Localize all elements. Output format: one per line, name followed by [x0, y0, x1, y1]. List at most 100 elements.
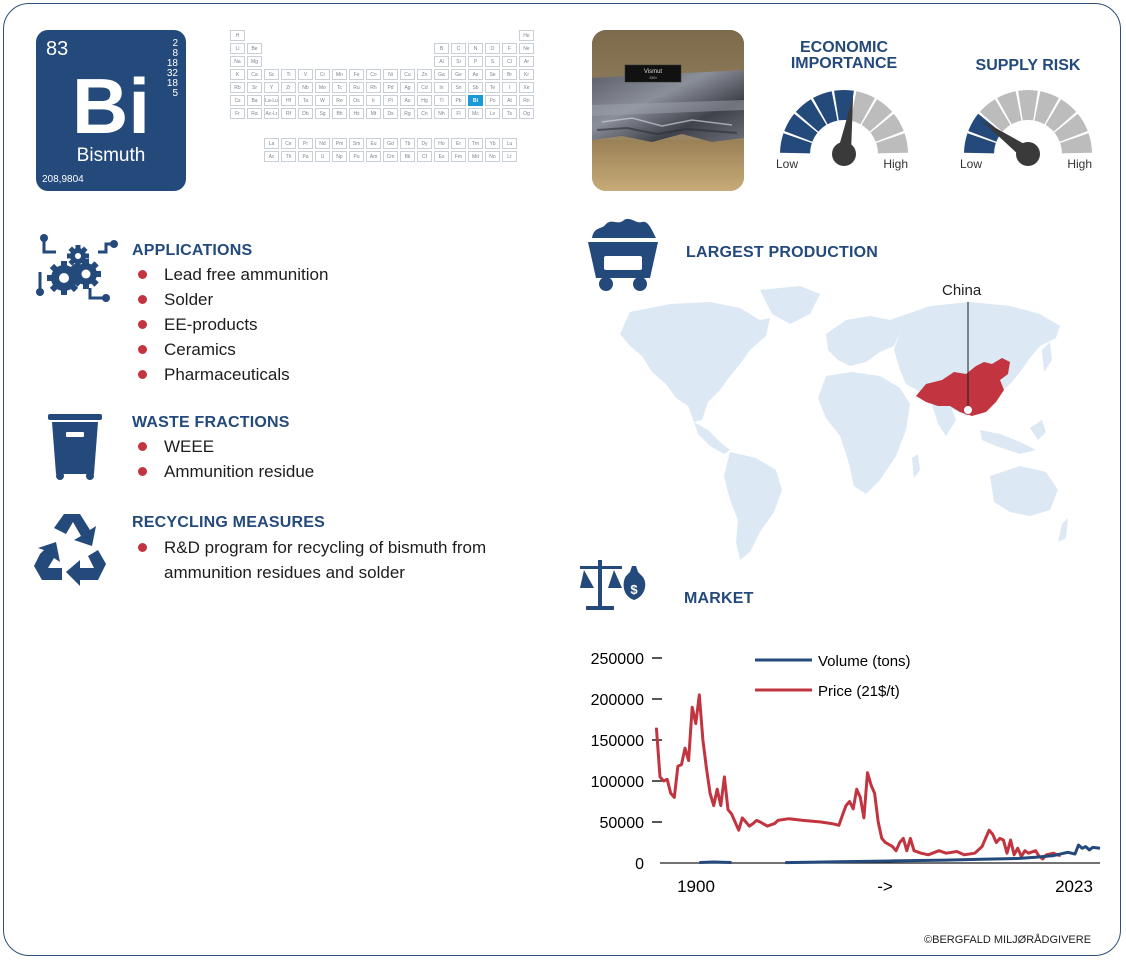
- legend-volume-label: Volume (tons): [818, 653, 911, 670]
- element-cell-sn: Sn: [451, 82, 466, 93]
- element-cell-ba: Ba: [247, 95, 262, 106]
- china-highlight: [916, 358, 1010, 416]
- element-cell-pd: Pd: [383, 82, 398, 93]
- element-cell-dy: Dy: [417, 138, 432, 149]
- largest-production-title: LARGEST PRODUCTION: [686, 244, 879, 261]
- supply-risk-segment: [1018, 90, 1038, 121]
- element-cell-la: La: [264, 138, 279, 149]
- element-cell-mt: Mt: [366, 108, 381, 119]
- shell-2: 8: [172, 48, 178, 59]
- element-cell-la-lu: La-Lu: [264, 95, 279, 106]
- y-tick-label: 150000: [591, 733, 644, 750]
- photo-label-line2: 83Bi: [649, 76, 656, 80]
- element-cell-ac: Ac: [264, 151, 279, 162]
- element-cell-w: W: [315, 95, 330, 106]
- element-cell-na: Na: [230, 56, 245, 67]
- element-cell-lu: Lu: [502, 138, 517, 149]
- dollar-glyph: $: [630, 582, 638, 597]
- element-cell-po: Po: [485, 95, 500, 106]
- element-cell-kr: Kr: [519, 69, 534, 80]
- economic-importance-title-line1: ECONOMIC: [800, 39, 888, 56]
- element-cell-ta: Ta: [298, 95, 313, 106]
- element-cell-si: Si: [451, 56, 466, 67]
- economic-importance-segment: [861, 99, 893, 132]
- element-cell-ag: Ag: [400, 82, 415, 93]
- element-cell-rn: Rn: [519, 95, 534, 106]
- element-cell-ne: Ne: [519, 43, 534, 54]
- element-cell-co: Co: [366, 69, 381, 80]
- element-cell-fr: Fr: [230, 108, 245, 119]
- element-cell-hf: Hf: [281, 95, 296, 106]
- element-cell-y: Y: [264, 82, 279, 93]
- supply-risk-high-label: High: [1067, 157, 1092, 171]
- element-cell-pa: Pa: [298, 151, 313, 162]
- element-cell-ru: Ru: [349, 82, 364, 93]
- waste-fractions-title: WASTE FRACTIONS: [132, 414, 290, 431]
- china-marker: [963, 405, 973, 415]
- element-cell-tl: Tl: [434, 95, 449, 106]
- element-cell-tc: Tc: [332, 82, 347, 93]
- element-cell-eu: Eu: [366, 138, 381, 149]
- element-cell-og: Og: [519, 108, 534, 119]
- element-cell-gd: Gd: [383, 138, 398, 149]
- element-name: Bismuth: [76, 145, 146, 166]
- economic-importance-segment: [813, 91, 838, 125]
- photo-label-plate: [624, 64, 682, 83]
- waste-bin-icon: [48, 414, 102, 480]
- element-cell-ti: Ti: [281, 69, 296, 80]
- economic-importance-segment: [876, 133, 908, 154]
- economic-importance-title-line2: IMPORTANCE: [790, 55, 898, 72]
- element-cell-s: S: [485, 56, 500, 67]
- element-cell-os: Os: [349, 95, 364, 106]
- element-cell-pu: Pu: [349, 151, 364, 162]
- element-cell-sc: Sc: [264, 69, 279, 80]
- element-cell-rf: Rf: [281, 108, 296, 119]
- element-cell-rh: Rh: [366, 82, 381, 93]
- element-cell-fe: Fe: [349, 69, 364, 80]
- element-cell-fm: Fm: [451, 151, 466, 162]
- element-cell-b: B: [434, 43, 449, 54]
- supply-risk-hub: [1016, 142, 1040, 166]
- bismuth-photo: Vismut 83Bi: [592, 30, 744, 191]
- waste-fraction-item: WEEE: [132, 434, 314, 459]
- supply-risk-segment: [964, 133, 996, 154]
- element-cell-sr: Sr: [247, 82, 262, 93]
- element-cell-mc: Mc: [468, 108, 483, 119]
- element-cell-nh: Nh: [434, 108, 449, 119]
- infographic-card: [3, 3, 1121, 956]
- supply-risk-title: SUPPLY RISK: [975, 57, 1081, 74]
- element-cell-bi: Bi: [468, 95, 483, 106]
- economic-importance-segment: [784, 113, 818, 142]
- element-cell-u: U: [315, 151, 330, 162]
- application-item: Solder: [132, 287, 328, 312]
- y-tick-label: 50000: [600, 815, 645, 832]
- supply-risk-segment: [1034, 91, 1059, 125]
- element-cell-ac-lr: Ac-Lr: [264, 108, 279, 119]
- volume-series-line: [699, 860, 732, 864]
- element-cell-mn: Mn: [332, 69, 347, 80]
- chart-series-layer: [654, 693, 1101, 865]
- economic-importance-high-label: High: [883, 157, 908, 171]
- element-cell-n: N: [468, 43, 483, 54]
- element-cell-v: V: [298, 69, 313, 80]
- world-map: [620, 286, 1068, 560]
- element-cell-bk: Bk: [400, 151, 415, 162]
- recycling-measures-list: R&D program for recycling of bismuth fro…: [132, 535, 512, 585]
- element-cell-np: Np: [332, 151, 347, 162]
- supply-risk-segment: [1054, 113, 1088, 142]
- supply-risk-low-label: Low: [960, 157, 983, 171]
- supply-risk-gauge: SUPPLY RISK Low High: [956, 57, 1100, 172]
- chart-legend: Volume (tons) Price (21$/t): [755, 653, 911, 700]
- legend-price-label: Price (21$/t): [818, 683, 900, 700]
- recycle-icon: [34, 514, 106, 586]
- element-cell-am: Am: [366, 151, 381, 162]
- china-label: China: [942, 282, 982, 299]
- element-cell-zn: Zn: [417, 69, 432, 80]
- element-cell-lr: Lr: [502, 151, 517, 162]
- element-cell-ar: Ar: [519, 56, 534, 67]
- supply-risk-segment: [979, 99, 1011, 132]
- element-cell-nd: Nd: [315, 138, 330, 149]
- element-cell-hg: Hg: [417, 95, 432, 106]
